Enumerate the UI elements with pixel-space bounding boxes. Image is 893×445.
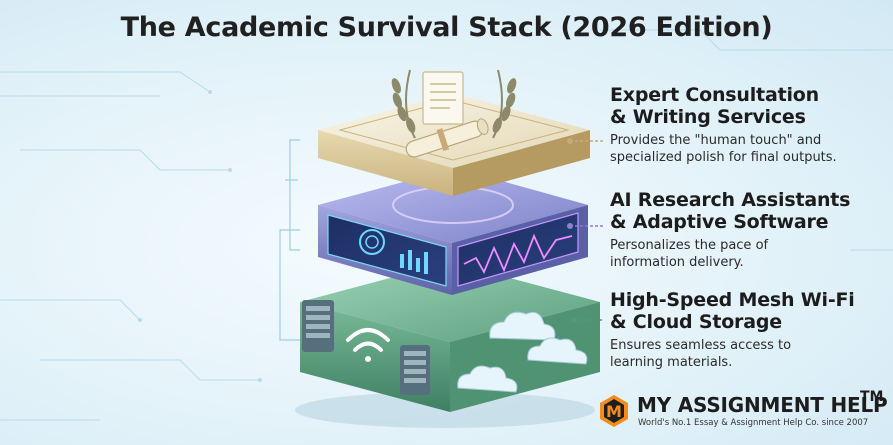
diploma-scroll-icon <box>405 118 489 158</box>
label-ai-research: AI Research Assistants & Adaptive Softwa… <box>610 189 850 271</box>
brand-tagline: World's No.1 Essay & Assignment Help Co.… <box>638 418 869 428</box>
server-rack-icon <box>302 300 430 395</box>
page-title: The Academic Survival Stack (2026 Editio… <box>120 12 773 43</box>
label-cloud-storage: High-Speed Mesh Wi-Fi & Cloud Storage En… <box>610 289 855 371</box>
layer-ai-research <box>318 168 588 295</box>
brand-badge-icon: M <box>600 395 628 427</box>
brand-name: MY ASSIGNMENT HELP <box>637 393 888 417</box>
label-heading: Expert Consultation & Writing Services <box>610 84 819 128</box>
connector-bottom <box>571 317 604 323</box>
waveform-screen <box>457 212 579 287</box>
cloud-icon <box>457 311 588 393</box>
label-description: Provides the "human touch" and specializ… <box>610 133 837 165</box>
label-description: Ensures seamless access to learning mate… <box>610 338 792 370</box>
label-heading: AI Research Assistants & Adaptive Softwa… <box>610 189 851 233</box>
label-description: Personalizes the pace of information del… <box>610 238 769 270</box>
laurel-wreath-icon <box>391 69 517 139</box>
left-connector-lines <box>279 139 300 341</box>
label-expert-consultation: Expert Consultation & Writing Services P… <box>610 84 837 166</box>
brand-trademark: TM <box>860 389 884 405</box>
brand-logo: M MY ASSIGNMENT HELP TM World's No.1 Ess… <box>597 389 888 441</box>
connector-middle <box>567 223 604 229</box>
connector-top <box>567 138 604 144</box>
brand-badge-letter: M <box>606 402 622 421</box>
layer-cloud-storage <box>300 262 600 412</box>
label-heading: High-Speed Mesh Wi-Fi & Cloud Storage <box>610 289 855 333</box>
wifi-icon <box>346 328 390 362</box>
analytics-screen <box>327 214 447 287</box>
document-icon <box>422 71 464 125</box>
